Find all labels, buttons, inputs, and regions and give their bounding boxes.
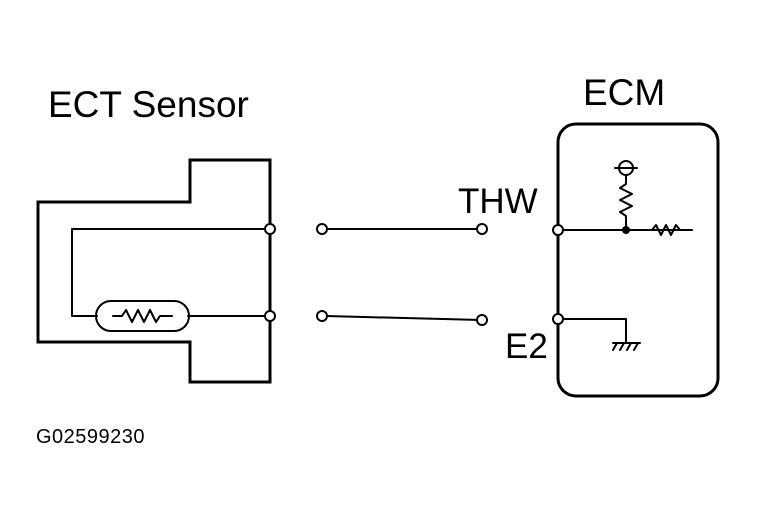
- sensor-terminal-e2: [264, 310, 276, 322]
- harness-wire-thw: [316, 223, 488, 235]
- figure-code: G02599230: [36, 426, 146, 448]
- ect-sensor-label: ECT Sensor: [48, 84, 249, 125]
- thermistor-icon: [95, 300, 190, 332]
- voltage-source-icon: [614, 160, 638, 176]
- series-resistor-icon: [639, 224, 693, 236]
- ect-sensor-housing: [36, 158, 272, 384]
- ecm-housing: [556, 122, 720, 398]
- sensor-internal-wire: [71, 228, 271, 317]
- e2-pin-label: E2: [505, 327, 548, 366]
- sensor-terminal-thw: [264, 223, 276, 235]
- ecm-e2-line: [557, 318, 627, 344]
- harness-wire-e2: [316, 310, 488, 326]
- ground-icon: [612, 342, 641, 351]
- ecm-terminal-thw: [552, 224, 564, 236]
- ecm-label: ECM: [583, 72, 666, 113]
- resistor-icon: [619, 174, 633, 231]
- ecm-terminal-e2: [552, 313, 564, 325]
- thw-pin-label: THW: [458, 182, 538, 221]
